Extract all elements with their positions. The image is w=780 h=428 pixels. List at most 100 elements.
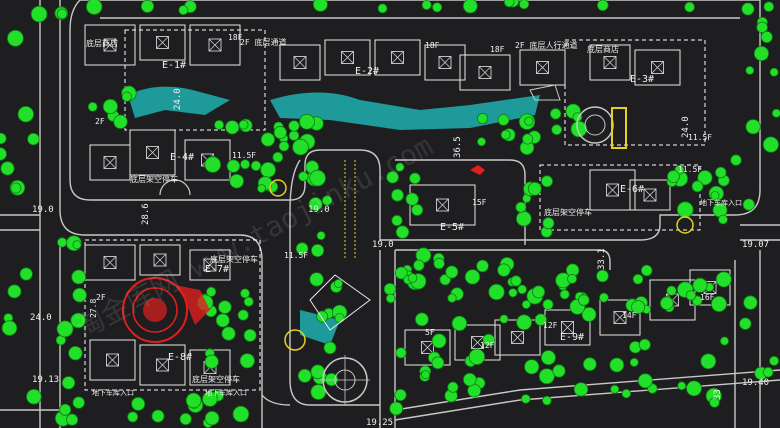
- tree-icon: [447, 293, 457, 303]
- tree-icon: [215, 313, 230, 328]
- tree-icon: [238, 119, 249, 130]
- tree-icon: [637, 373, 653, 389]
- tree-icon: [538, 368, 555, 385]
- tree-icon: [745, 119, 761, 135]
- tree-icon: [61, 376, 76, 390]
- tree-icon: [225, 120, 240, 135]
- tree-icon: [413, 259, 425, 272]
- tree-icon: [87, 101, 98, 112]
- tree-icon: [700, 353, 717, 370]
- tree-icon: [667, 170, 680, 183]
- tree-icon: [214, 119, 225, 130]
- label-e1-top: 底层商店: [86, 38, 118, 48]
- tree-icon: [542, 298, 554, 310]
- tree-icon: [524, 359, 540, 375]
- elevation-5: 19.13: [32, 375, 59, 385]
- building-block: [459, 54, 511, 91]
- tree-icon: [710, 191, 720, 201]
- label-e8-floors: 2F: [96, 293, 106, 302]
- building-block: [634, 49, 681, 86]
- tree-icon: [178, 5, 189, 16]
- tree-icon: [666, 285, 677, 296]
- building-block: [404, 329, 451, 366]
- tree-icon: [497, 263, 511, 277]
- tree-icon: [394, 266, 408, 280]
- tree-icon: [431, 333, 447, 349]
- tree-icon: [515, 210, 532, 227]
- tree-icon: [609, 357, 625, 373]
- elevation-1: 19.0: [32, 205, 54, 215]
- tree-icon: [226, 159, 241, 173]
- tree-icon: [610, 384, 620, 394]
- tree-icon: [237, 309, 249, 321]
- tree-icon: [288, 120, 300, 132]
- tree-icon: [522, 133, 534, 145]
- tree-icon: [229, 173, 245, 189]
- label-underground-entry-1: 地下车库入口: [92, 388, 134, 397]
- label-underground-entry-2: 地下车库入口: [205, 388, 247, 397]
- tree-icon: [59, 403, 72, 416]
- label-underground-entry-3: 地下车库入口: [700, 198, 742, 207]
- tree-icon: [582, 357, 597, 372]
- tree-icon: [632, 273, 644, 285]
- label-e8-top: 底层架空停车: [192, 374, 240, 384]
- elevation-2: 19.0: [308, 205, 330, 215]
- label-e7-floors: 11.5F: [284, 251, 308, 260]
- tree-icon: [140, 0, 155, 13]
- tree-icon: [482, 333, 495, 347]
- label-e4-top: 底层架空停车: [130, 174, 178, 184]
- tree-icon: [477, 113, 489, 125]
- label-e5-id: E-5#: [440, 222, 464, 233]
- tree-icon: [1, 320, 18, 336]
- tree-icon: [56, 8, 68, 20]
- label-e6-id: E-6#: [620, 184, 644, 195]
- label-e6-top: 底层架空停车: [544, 207, 592, 217]
- building-block: [629, 179, 671, 211]
- tree-icon: [151, 409, 165, 423]
- tree-icon: [567, 273, 578, 284]
- building-block: [589, 44, 631, 81]
- tree-icon: [743, 295, 758, 310]
- tree-icon: [510, 275, 522, 287]
- tree-icon: [206, 286, 217, 297]
- tree-icon: [697, 170, 713, 186]
- building-block: [89, 144, 131, 181]
- elevation-3: 19.0: [372, 240, 394, 250]
- tree-icon: [521, 299, 531, 309]
- tree-icon: [739, 317, 752, 330]
- label-e9-id: E-9#: [560, 332, 584, 343]
- tree-icon: [692, 277, 708, 293]
- tree-icon: [70, 312, 86, 329]
- tree-icon: [753, 45, 770, 62]
- tree-icon: [179, 412, 192, 426]
- label-e2-id: E-2#: [355, 66, 379, 77]
- tree-icon: [288, 130, 300, 141]
- water-features: [128, 86, 540, 345]
- label-e6-floors: 11.5F: [678, 165, 702, 174]
- label-e8-id: E-8#: [168, 352, 192, 363]
- tree-icon: [596, 269, 609, 283]
- building-block: [424, 44, 466, 81]
- tree-icon: [243, 328, 257, 342]
- label-e9-floors: 12F: [543, 321, 558, 330]
- building-block: [324, 39, 371, 76]
- tree-icon: [127, 411, 139, 423]
- tree-icon: [72, 240, 82, 250]
- tree-icon: [308, 197, 323, 212]
- tree-icon: [113, 114, 128, 130]
- tree-icon: [549, 108, 562, 120]
- tree-icon: [292, 138, 309, 156]
- tree-icon: [395, 162, 405, 172]
- tree-icon: [19, 267, 33, 281]
- tree-icon: [221, 326, 236, 341]
- tree-icon: [324, 372, 339, 387]
- tree-icon: [769, 355, 780, 366]
- tree-icon: [257, 184, 266, 193]
- label-12f-b: 12F: [480, 341, 495, 350]
- tree-icon: [573, 382, 589, 397]
- tree-icon: [386, 170, 399, 184]
- tree-icon: [66, 413, 79, 426]
- tree-icon: [68, 346, 83, 361]
- tree-icon: [515, 201, 527, 213]
- tree-icon: [409, 172, 421, 185]
